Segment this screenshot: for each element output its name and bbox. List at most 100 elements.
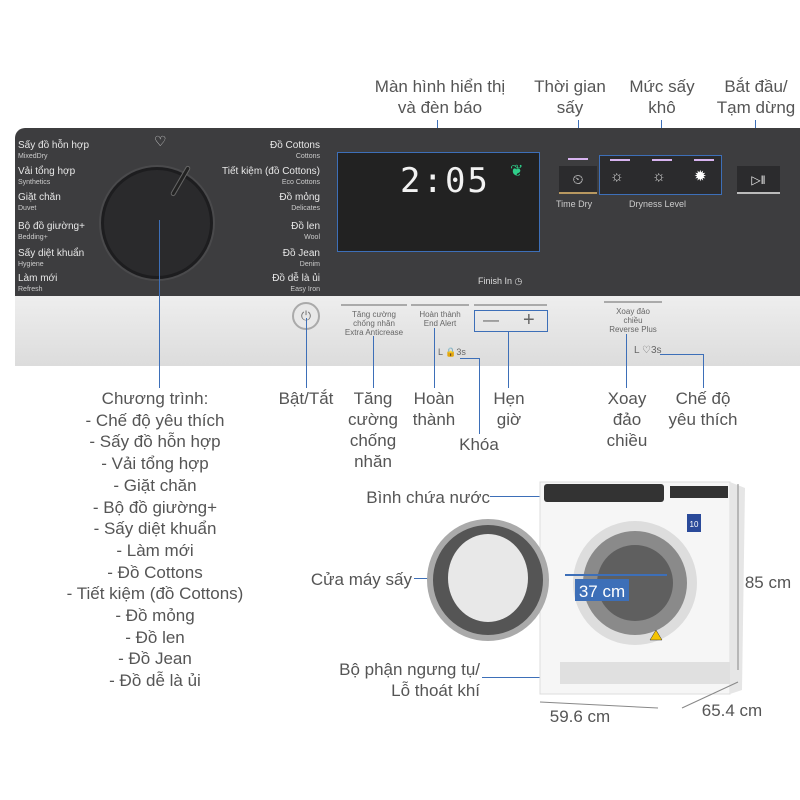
led-indicator [610, 159, 630, 161]
time-dry-label: Time Dry [556, 199, 593, 209]
condenser-vent [560, 662, 730, 684]
callout-line [490, 496, 548, 497]
callout-display: Màn hình hiển thị và đèn báo [374, 77, 506, 117]
minus-button[interactable]: — [483, 312, 499, 329]
led-indicator [694, 159, 714, 161]
callout-line [660, 354, 704, 355]
list-item: - Sấy đồ hỗn hợp [89, 432, 221, 452]
callout-start-pause: Bắt đầu/ Tạm dừng [716, 77, 796, 117]
program-list-title: Chương trình: [101, 389, 209, 408]
time-dry-icon: ⏲ [572, 171, 584, 187]
dryness-level-buttons: ☼ ☼ ✹ [599, 155, 722, 195]
list-item: - Giặt chăn [113, 475, 197, 495]
diameter-text: 37 cm [579, 582, 625, 601]
callout-dryness: Mức sấy khô [629, 77, 695, 117]
depth-line [681, 681, 739, 709]
list-item: - Đồ Jean [118, 649, 192, 669]
dryness-level-label: Dryness Level [629, 199, 687, 209]
callout-line [434, 328, 435, 388]
callout-line [703, 354, 704, 388]
dryness-low-icon[interactable]: ☼ [610, 168, 624, 185]
list-item: - Đồ dễ là ủi [109, 671, 201, 691]
program-bedding[interactable]: Bộ đồ giường+Bedding+ [18, 221, 85, 241]
width-line [539, 701, 659, 709]
program-list: Chương trình: - Chế độ yêu thích - Sấy đ… [40, 388, 270, 692]
dryer-control-panel [544, 484, 664, 502]
door-glass [448, 534, 528, 622]
plus-button[interactable]: + [523, 309, 535, 331]
dryness-high-icon[interactable]: ✹ [694, 168, 707, 185]
callout-line [306, 318, 307, 388]
callout-line [159, 220, 160, 388]
height-label: 85 cm [744, 573, 792, 592]
label-anticrease: Tăng cường chống nhăn [348, 389, 398, 471]
reverse-plus-button[interactable]: Xoay đảo chiều Reverse Plus [604, 301, 662, 334]
led-indicator [652, 159, 672, 161]
display-screen: 2:05 ❦ [337, 152, 540, 252]
energy-badge [687, 514, 701, 532]
program-dial[interactable] [101, 167, 213, 279]
eco-leaf-icon: ❦ [510, 163, 524, 180]
program-eco-cottons[interactable]: Tiết kiệm (đồ Cottons)Eco Cottons [222, 166, 320, 186]
energy-badge-text: 10 [690, 520, 699, 529]
list-item: - Chế độ yêu thích [85, 410, 225, 430]
list-item: - Vải tổng hợp [101, 454, 209, 474]
clock-icon: ◷ [514, 276, 523, 286]
list-item: - Tiết kiệm (đồ Cottons) [66, 584, 244, 604]
label-favorite: Chế độ yêu thích [668, 389, 738, 429]
callout-time-dry: Thời gian sấy [534, 77, 606, 117]
label-power: Bật/Tắt [278, 389, 334, 408]
callout-line [373, 336, 374, 388]
water-tank-drawer [670, 486, 728, 498]
lock-icon: 🔒 [445, 347, 457, 357]
heart-icon: ♡ [154, 133, 167, 149]
list-item: - Sấy diệt khuẩn [93, 519, 217, 539]
dryness-medium-icon[interactable]: ☼ [652, 168, 666, 185]
dryer-illustration: 10 37 cm [427, 481, 745, 709]
list-item: - Đồ mỏng [115, 606, 195, 626]
anticrease-button[interactable]: Tăng cường chống nhăn Extra Anticrease [341, 304, 407, 337]
list-item: - Bộ đồ giường+ [92, 497, 218, 517]
list-item: - Đồ len [125, 627, 185, 647]
power-icon: ⏻ [300, 308, 312, 323]
button-strip [15, 296, 800, 366]
timer-buttons: — + [474, 309, 548, 332]
label-timer: Hẹn giờ [493, 389, 525, 429]
callout-line [626, 334, 627, 388]
led-indicator [568, 158, 588, 160]
finish-in-label: Finish In ◷ [478, 276, 523, 286]
list-item: - Đồ Cottons [107, 562, 203, 582]
callout-line [479, 358, 480, 434]
timer-divider [474, 304, 547, 306]
display-time: 2:05 [400, 161, 490, 201]
diameter-badge [575, 579, 629, 601]
label-end-alert: Hoàn thành [412, 389, 456, 429]
callout-line [508, 332, 509, 388]
end-alert-button[interactable]: Hoàn thành End Alert [411, 304, 469, 328]
lock-hint: L 🔒3s [438, 347, 466, 357]
label-reverse: Xoay đảo chiều [606, 389, 648, 450]
width-label: 59.6 cm [549, 707, 611, 726]
depth-label: 65.4 cm [701, 701, 763, 720]
drum-inner [597, 545, 673, 621]
label-lock: Khóa [459, 435, 499, 454]
list-item: - Làm mới [116, 540, 194, 560]
label-condenser: Bộ phận ngưng tụ/ Lỗ thoát khí [339, 660, 480, 700]
callout-line [460, 358, 480, 359]
label-water-tank: Bình chứa nước [366, 488, 490, 507]
warning-icon [649, 629, 663, 641]
start-pause-button[interactable]: ▷‖ [737, 166, 780, 194]
heart-icon: ♡ [641, 345, 651, 356]
time-dry-button[interactable]: ⏲ [559, 166, 597, 194]
favorite-hint: L ♡3s [634, 345, 662, 356]
